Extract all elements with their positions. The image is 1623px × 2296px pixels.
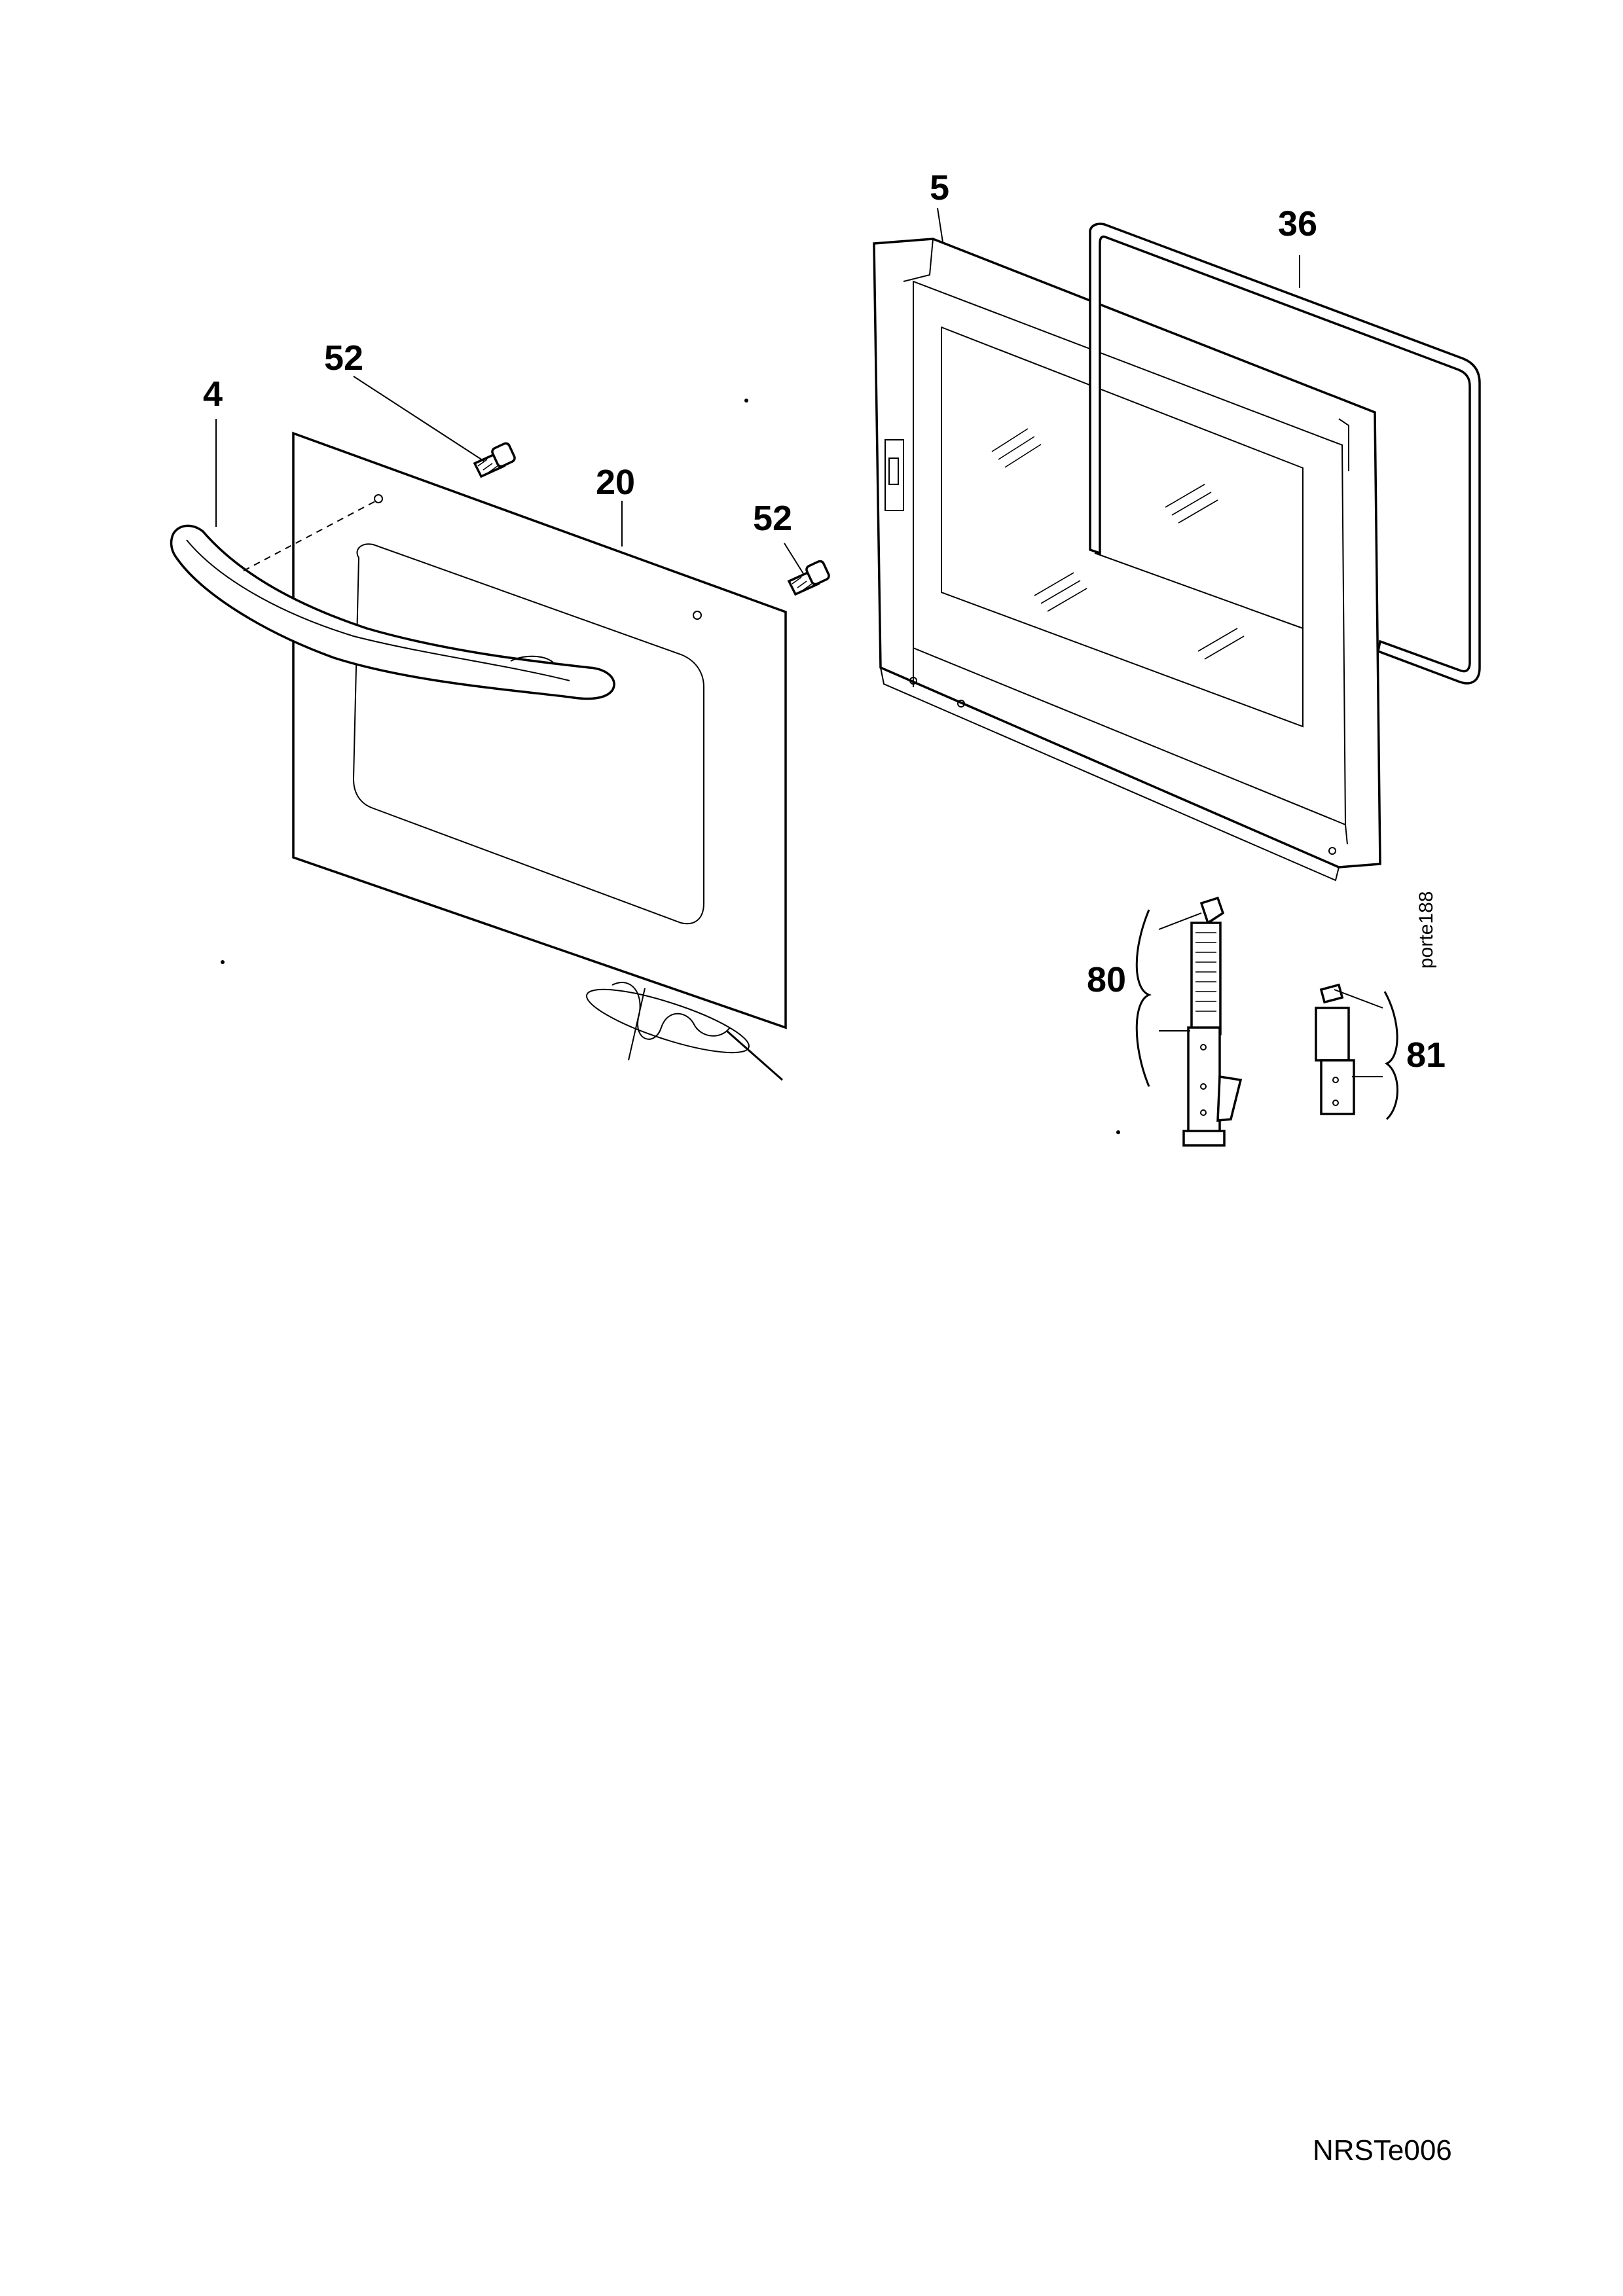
callout-36: 36: [1278, 204, 1317, 243]
door-seal: [1089, 223, 1481, 685]
hinge-right-bracket: [1334, 989, 1398, 1121]
brand-signature-logo: [586, 982, 783, 1081]
outer-glass-panel: [292, 431, 787, 1030]
side-code: porte188: [1415, 891, 1437, 969]
leader-52-right: [784, 543, 805, 575]
callout-52-right: 52: [753, 499, 792, 538]
callout-5: 5: [930, 168, 949, 207]
hinge-right: [1315, 983, 1355, 1115]
callout-81: 81: [1406, 1035, 1446, 1075]
door-handle: [170, 524, 615, 700]
callout-52-top: 52: [324, 338, 363, 378]
callout-80: 80: [1087, 960, 1126, 999]
drawing-code: NRSTe006: [1313, 2134, 1452, 2166]
callout-4: 4: [203, 374, 223, 414]
hinge-left-bracket: [1135, 909, 1202, 1087]
screw-top: [473, 442, 516, 478]
callout-20: 20: [596, 463, 635, 502]
alignment-line-handle: [243, 500, 377, 571]
leader-5: [937, 207, 943, 243]
hinge-left: [1182, 896, 1243, 1147]
screw-right: [787, 560, 830, 596]
leader-52-top: [353, 376, 485, 462]
inner-door-frame: [873, 238, 1381, 882]
